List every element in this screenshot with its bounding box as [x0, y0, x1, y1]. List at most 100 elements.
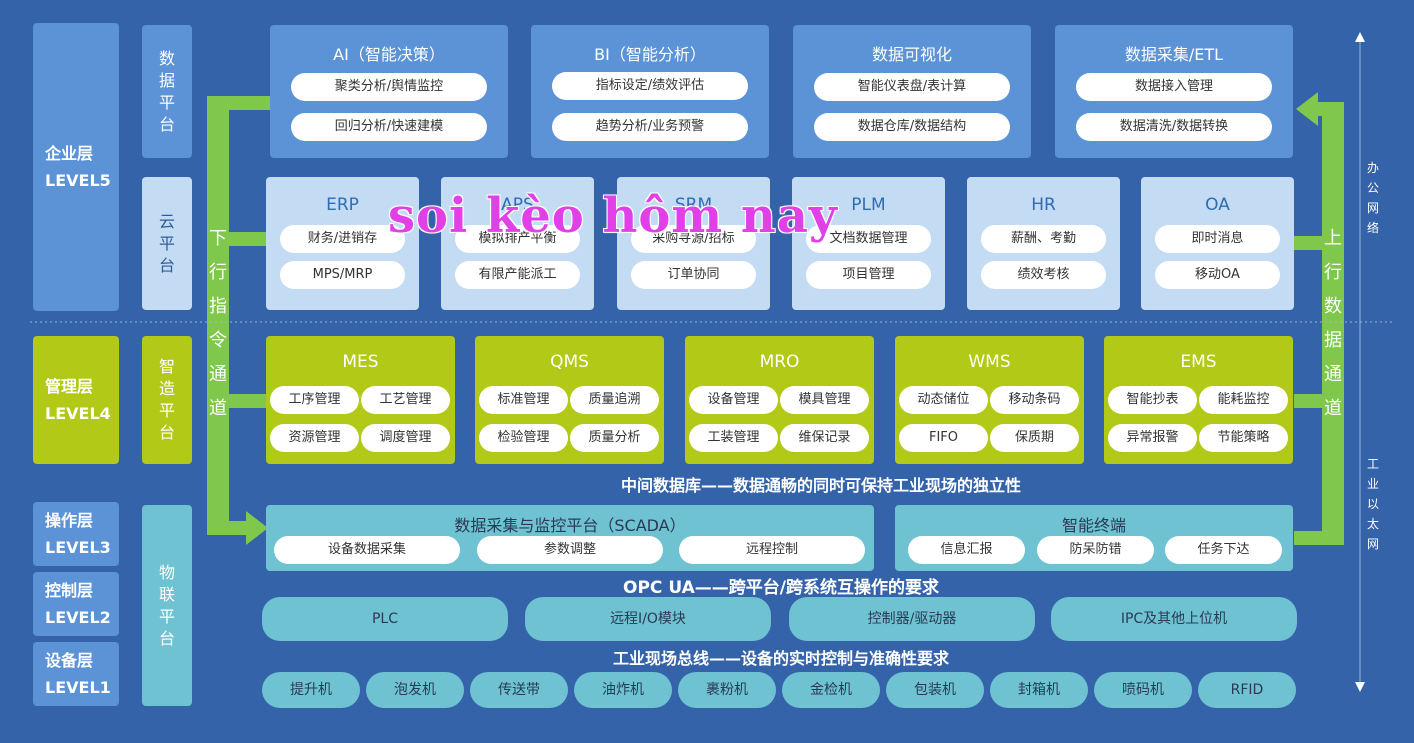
pill-item: 模拟排产平衡 [455, 225, 580, 253]
pill-item: 回归分析/快速建模 [291, 113, 487, 141]
channel-char: 令 [209, 330, 227, 351]
mgmt-box-mes: MES 工序管理 工艺管理 资源管理 调度管理 [266, 336, 455, 464]
data-box-ai: AI（智能决策） 聚类分析/舆情监控 回归分析/快速建模 [270, 25, 508, 158]
pill-item: 文档数据管理 [806, 225, 931, 253]
terminal-box: 智能终端 信息汇报 防呆防错 任务下达 [895, 505, 1293, 571]
level4-label: 管理层 LEVEL4 [33, 336, 119, 464]
cloud-box-aps: APS 模拟排产平衡 有限产能派工 [441, 177, 594, 310]
pill-item: 远程控制 [679, 536, 865, 564]
box-title: QMS [550, 352, 589, 372]
pill-item: 能耗监控 [1199, 386, 1288, 414]
cloud-box-oa: OA 即时消息 移动OA [1141, 177, 1294, 310]
channel-char: 指 [209, 296, 227, 317]
iot-platform-char: 物 [158, 562, 175, 582]
data-platform-char: 据 [158, 70, 175, 90]
pill-item: 工序管理 [270, 386, 359, 414]
pill-item: 检验管理 [479, 424, 568, 452]
pill-item: 订单协同 [631, 261, 756, 289]
side-char: 办 [1366, 161, 1379, 175]
field-device: 金检机 [782, 672, 880, 708]
box-title: 数据可视化 [871, 45, 952, 64]
pill-item: 移动条码 [990, 386, 1079, 414]
pill-item: 模具管理 [780, 386, 869, 414]
box-title: ERP [326, 195, 359, 215]
box-title: AI（智能决策） [333, 45, 445, 64]
pill-item: 任务下达 [1165, 536, 1282, 564]
mgmt-box-mro: MRO 设备管理 模具管理 工装管理 维保记录 [685, 336, 874, 464]
iot-platform-char: 联 [158, 584, 175, 604]
pill-item: 设备数据采集 [274, 536, 460, 564]
pill-item: 指标设定/绩效评估 [552, 72, 748, 100]
data-box-visual: 数据可视化 智能仪表盘/表计算 数据仓库/数据结构 [793, 25, 1031, 158]
iot-platform-char: 台 [158, 628, 175, 648]
cloud-box-srm: SRM 采购寻源/招标 订单协同 [617, 177, 770, 310]
pill-item: 财务/进销存 [280, 225, 405, 253]
box-title: EMS [1180, 352, 1217, 372]
cloud-box-plm: PLM 文档数据管理 项目管理 [792, 177, 945, 310]
side-char: 络 [1366, 221, 1379, 235]
box-title: WMS [968, 352, 1011, 372]
box-title: 智能终端 [1061, 516, 1126, 535]
pill-item: 项目管理 [806, 261, 931, 289]
cloud-box-hr: HR 薪酬、考勤 绩效考核 [967, 177, 1120, 310]
opc-banner: OPC UA——跨平台/跨系统互操作的要求 [266, 573, 1296, 598]
iot-platform-label: 物 联 平 台 [142, 505, 192, 706]
pill-item: MPS/MRP [280, 261, 405, 289]
level2-label: 控制层 LEVEL2 [33, 572, 119, 636]
pill-item: 智能抄表 [1108, 386, 1197, 414]
level3-code: LEVEL3 [45, 538, 111, 557]
pill-item: 信息汇报 [908, 536, 1025, 564]
industrial-ethernet-label: 工 业 以 太 网 [1365, 454, 1381, 554]
data-platform-char: 台 [158, 114, 175, 134]
fieldbus-text: 工业现场总线——设备的实时控制与准确性要求 [612, 649, 949, 668]
field-device: 泡发机 [366, 672, 464, 708]
fieldbus-banner: 工业现场总线——设备的实时控制与准确性要求 [266, 645, 1296, 669]
channel-char: 行 [1324, 262, 1342, 283]
level4-code: LEVEL4 [45, 404, 111, 423]
cloud-platform-char: 云 [158, 211, 175, 231]
side-char: 太 [1366, 517, 1379, 531]
pill-item: 节能策略 [1199, 424, 1288, 452]
side-char: 业 [1366, 477, 1379, 491]
smart-platform-char: 智 [158, 357, 175, 376]
pill-item: 异常报警 [1108, 424, 1197, 452]
channel-char: 行 [209, 262, 227, 283]
box-title: BI（智能分析） [594, 45, 706, 64]
field-device: RFID [1198, 672, 1296, 708]
channel-char: 道 [209, 398, 227, 419]
field-device: 传送带 [470, 672, 568, 708]
control-device: IPC及其他上位机 [1051, 597, 1297, 641]
data-platform-char: 平 [158, 92, 175, 112]
pill-item: 即时消息 [1155, 225, 1280, 253]
box-title: APS [501, 195, 534, 215]
watermark-text: soi kèo hôm nay [388, 188, 838, 244]
channel-char: 通 [209, 364, 227, 385]
channel-char: 道 [1324, 398, 1342, 419]
data-platform-label: 数 据 平 台 [142, 25, 192, 158]
side-char: 公 [1366, 181, 1379, 195]
iot-platform-char: 平 [158, 606, 175, 626]
box-title: OA [1205, 195, 1230, 215]
box-title: HR [1031, 195, 1056, 215]
box-title: SRM [674, 195, 713, 215]
pill-item: 调度管理 [361, 424, 450, 452]
pill-item: 趋势分析/业务预警 [552, 113, 748, 141]
level5-name: 企业层 [45, 144, 94, 163]
pill-item: 数据仓库/数据结构 [814, 113, 1010, 141]
pill-item: 数据接入管理 [1076, 73, 1272, 101]
pill-item: 设备管理 [689, 386, 778, 414]
box-title: 数据采集与监控平台（SCADA） [454, 516, 686, 535]
data-box-etl: 数据采集/ETL 数据接入管理 数据清洗/数据转换 [1055, 25, 1293, 158]
pill-item: 维保记录 [780, 424, 869, 452]
channel-char: 上 [1324, 228, 1342, 249]
level1-label: 设备层 LEVEL1 [33, 642, 119, 706]
scada-box: 数据采集与监控平台（SCADA） 设备数据采集 参数调整 远程控制 [266, 505, 874, 571]
cloud-platform-char: 平 [158, 233, 175, 253]
up-channel-label: 上 行 数 据 通 道 [1321, 222, 1345, 426]
pill-item: 质量分析 [570, 424, 659, 452]
level4-name: 管理层 [45, 377, 94, 396]
mgmt-box-wms: WMS 动态储位 移动条码 FIFO 保质期 [895, 336, 1084, 464]
cloud-platform-label: 云 平 台 [142, 177, 192, 310]
pill-item: FIFO [899, 424, 988, 452]
